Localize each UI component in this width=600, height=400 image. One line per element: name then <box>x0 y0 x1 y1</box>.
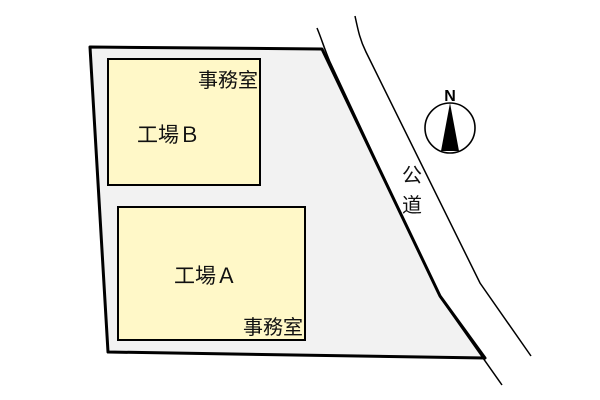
factory-b-office-label: 事務室 <box>198 68 258 92</box>
road-edge-east <box>354 15 532 357</box>
road-label-1: 公 <box>402 163 422 187</box>
road-edge-west <box>316 27 503 386</box>
factory-b-label: 工場Ｂ <box>137 123 200 147</box>
building-factory-a <box>117 206 306 341</box>
factory-a-office-label: 事務室 <box>243 315 303 339</box>
road-label-2: 道 <box>402 193 422 217</box>
building-factory-b <box>107 58 261 186</box>
north-arrow-icon: N <box>424 88 476 154</box>
factory-a-label: 工場Ａ <box>174 264 237 288</box>
compass-label: N <box>444 88 456 105</box>
